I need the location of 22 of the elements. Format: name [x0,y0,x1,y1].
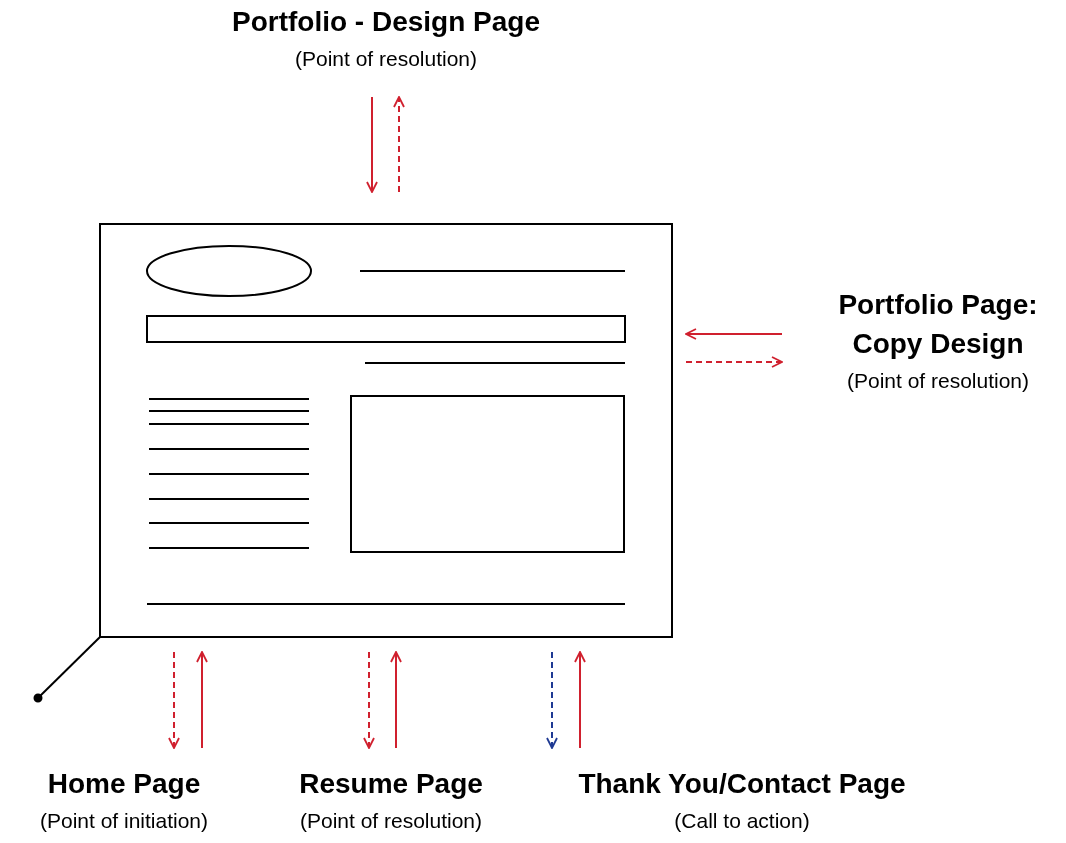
page-subtitle: (Call to action) [673,808,811,834]
page-subtitle: (Point of resolution) [845,368,1031,394]
page-subtitle: (Point of resolution) [298,808,484,834]
arrow [168,651,180,749]
arrow [363,651,375,749]
leader-line [33,636,101,703]
page-title: Portfolio Page: Copy Design [837,288,1039,361]
arrow [366,96,378,193]
page-title: Home Page [46,767,202,801]
page-subtitle: (Point of initiation) [38,808,210,834]
page-subtitle: (Point of resolution) [293,46,479,72]
arrow [390,651,402,749]
arrow [685,328,783,340]
page-title: Resume Page [298,767,484,801]
webpage-wireframe [99,223,673,638]
arrow [546,651,558,749]
arrow [393,96,405,193]
page-title: Thank You/Contact Page [577,767,907,801]
arrow [685,356,783,368]
arrow [574,651,586,749]
arrow [196,651,208,749]
page-title: Portfolio - Design Page [231,5,541,39]
